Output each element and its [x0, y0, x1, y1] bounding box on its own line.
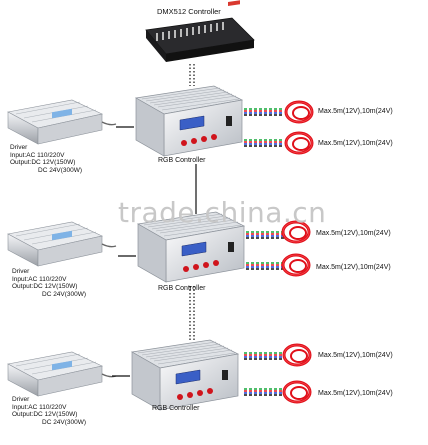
strip-spec-label: Max.5m(12V),10m(24V) — [318, 108, 393, 115]
driver-output: Output:DC 12V(150W) — [12, 283, 78, 291]
led-strip-coil — [284, 131, 314, 155]
driver-unit — [7, 351, 117, 397]
driver-title: Driver — [10, 144, 28, 151]
driver-title: Driver — [12, 268, 30, 275]
driver-spec: Driver Input:AC 110/220V Output:DC 12V(1… — [12, 396, 86, 426]
driver-spec: Driver Input:AC 110/220V Output:DC 12V(1… — [10, 144, 82, 174]
driver-input: Input:AC 110/220V — [12, 275, 67, 283]
rgb-controller-label: RGB Controller — [158, 157, 206, 164]
driver-output: Output:DC 12V(150W) — [10, 159, 76, 167]
strip-spec-label: Max.5m(12V),10m(24V) — [318, 352, 393, 359]
led-strip-coil — [284, 100, 314, 124]
driver-input: Input:AC 110/220V — [12, 403, 67, 411]
led-strip-coil — [281, 253, 311, 277]
driver-unit — [7, 221, 117, 267]
driver-spec: Driver Input:AC 110/220V Output:DC 12V(1… — [12, 268, 86, 298]
driver-input: Input:AC 110/220V — [10, 151, 65, 159]
strip-spec-label: Max.5m(12V),10m(24V) — [316, 230, 391, 237]
driver-output-alt: DC 24V(300W) — [42, 290, 87, 298]
led-strip-coil — [282, 380, 312, 404]
led-strip-coil — [282, 343, 312, 367]
rgb-controller-label: RGB Controller — [152, 405, 200, 412]
dmx512-controller — [145, 0, 255, 62]
strip-spec-label: Max.5m(12V),10m(24V) — [318, 140, 393, 147]
strip-spec-label: Max.5m(12V),10m(24V) — [318, 390, 393, 397]
watermark: trade.china.cn — [118, 196, 327, 229]
driver-unit — [7, 99, 117, 145]
rgb-controller-label: RGB Controller — [158, 285, 206, 292]
rgb-controller-unit — [131, 339, 239, 411]
driver-title: Driver — [12, 396, 30, 403]
driver-output-alt: DC 24V(300W) — [42, 418, 87, 426]
dmx512-controller-label: DMX512 Controller — [157, 7, 221, 16]
driver-output: Output:DC 12V(150W) — [12, 411, 78, 419]
strip-spec-label: Max.5m(12V),10m(24V) — [316, 264, 391, 271]
rgb-controller-unit — [135, 85, 243, 157]
driver-output-alt: DC 24V(300W) — [38, 166, 83, 174]
